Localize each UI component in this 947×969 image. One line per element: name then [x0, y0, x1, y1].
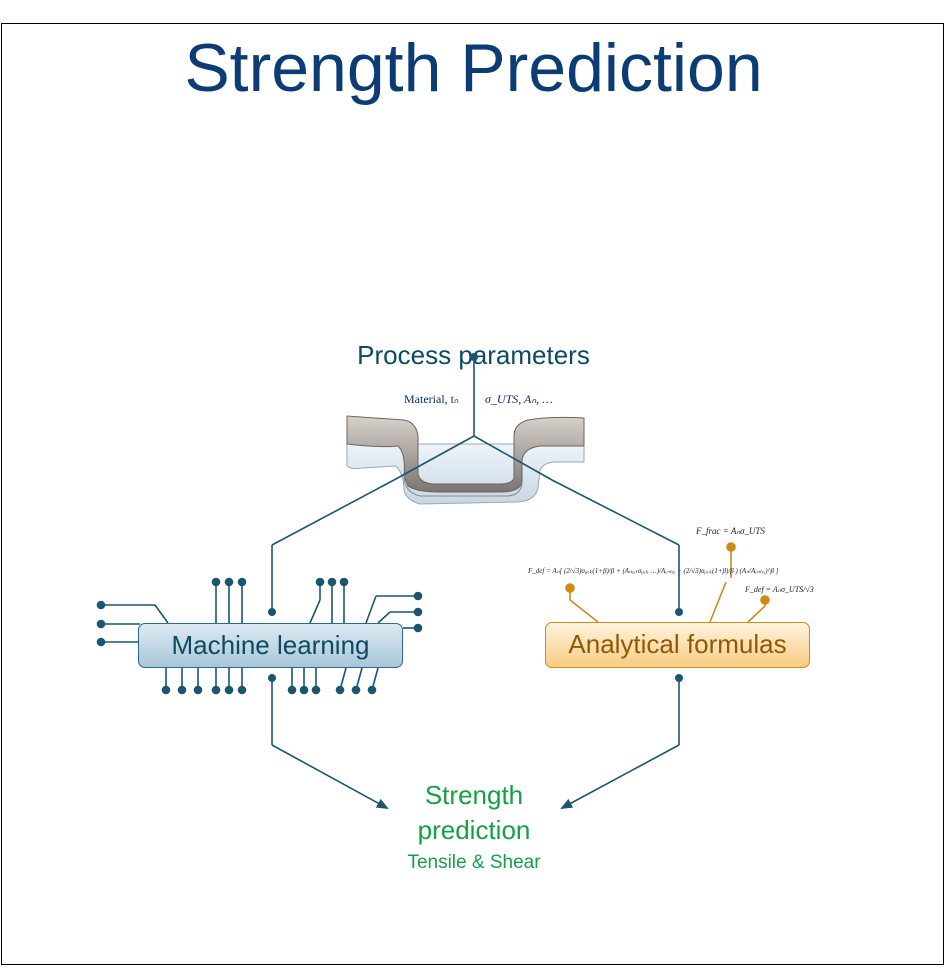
af-input-dot — [675, 608, 683, 616]
ml-output-dot — [268, 674, 276, 682]
formula-deformation-short: F_def = Aₙσ_UTS/√3 — [745, 585, 814, 594]
af-output-dot — [675, 674, 683, 682]
param-label-strength: σ_UTS, Aₙ, … — [485, 392, 553, 406]
strength-prediction-label: Strength prediction — [417, 780, 531, 845]
output-arrows — [271, 678, 680, 809]
process-connector-lines — [271, 357, 680, 612]
analytical-formulas-box: Analytical formulas — [545, 622, 810, 668]
af-formula-connectors — [565, 542, 770, 623]
analytical-formulas-label: Analytical formulas — [568, 629, 787, 659]
machine-learning-label: Machine learning — [171, 630, 370, 660]
formula-deformation-long: F_def = Aₙ[ (2/√3)σᵧᵢₑₗₑ(1+β)/β + (Aₙₑₓₜ… — [528, 567, 779, 575]
page-title: Strength Prediction — [184, 30, 763, 106]
strength-prediction-title: Strength prediction — [324, 778, 624, 848]
formula-fracture: F_frac = Aₙσ_UTS — [696, 526, 765, 536]
clinch-joint-illustration — [346, 415, 585, 505]
machine-learning-box: Machine learning — [138, 623, 403, 668]
process-node-dot — [470, 353, 478, 361]
ml-circuit-pins — [96, 577, 423, 695]
strength-prediction-subtitle: Tensile & Shear — [407, 852, 541, 873]
param-label-material: Material, tₙ — [404, 392, 459, 406]
ml-input-dot — [268, 608, 276, 616]
